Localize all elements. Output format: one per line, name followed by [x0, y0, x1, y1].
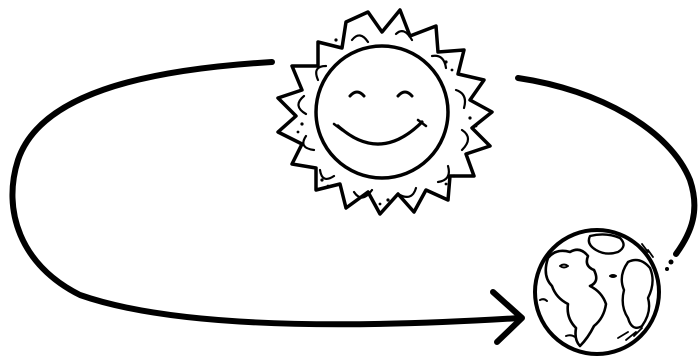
- earth-globe-icon: [535, 230, 659, 354]
- smiling-sun-icon: [278, 10, 492, 214]
